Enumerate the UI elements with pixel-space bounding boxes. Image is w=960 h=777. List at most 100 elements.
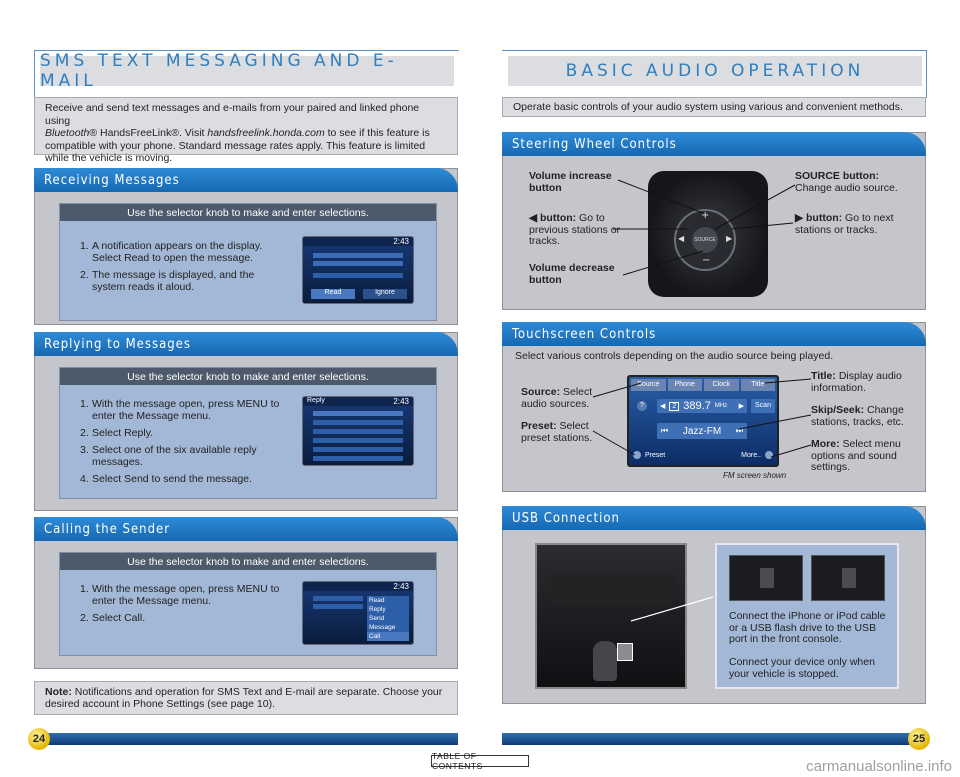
list-item: 2.The message is displayed, and the syst… <box>80 269 290 293</box>
screen-row <box>313 273 403 278</box>
source-bold: SOURCE button: <box>795 170 879 182</box>
seek-up-icon: ▶ <box>738 403 744 410</box>
receiving-steps: 1.A notification appears on the display.… <box>80 240 290 298</box>
title-label-bold: Title: <box>811 370 836 382</box>
callout-line <box>630 596 714 622</box>
prev-bold: ◀ button: <box>529 212 577 224</box>
left-intro: Receive and send text messages and e-mai… <box>34 97 458 164</box>
callout-line <box>770 444 812 458</box>
skip-label-bold: Skip/Seek: <box>811 404 865 416</box>
usb-callout-line <box>630 596 714 622</box>
next-button-label: ▶ button: Go to next stations or tracks. <box>795 212 915 236</box>
scan-button: Scan <box>751 399 775 413</box>
screen-row <box>313 420 403 425</box>
station-bar: ⏮ Jazz-FM ⏭ <box>657 423 747 439</box>
calling-tab: Calling the Sender <box>34 517 458 541</box>
calling-instruction: Use the selector knob to make and enter … <box>60 553 436 570</box>
step-text: Select Call. <box>92 612 146 624</box>
usb-warning: Connect your device only when your vehic… <box>729 656 875 680</box>
usb-panel: USB Connection Connect the iPhone or iPo… <box>502 506 926 704</box>
calling-screen-image: 2:43 Read Reply Send Message Call <box>302 581 414 645</box>
screen-tab-source: Source <box>631 379 666 391</box>
callout-line <box>738 414 812 430</box>
left-title-frame <box>34 50 459 98</box>
screen-status-bar <box>303 397 413 406</box>
replying-panel: Replying to Messages Use the selector kn… <box>34 332 458 511</box>
menu-item: Read <box>367 596 409 605</box>
menu-item: Send Message <box>367 614 409 632</box>
callout-line <box>617 179 704 214</box>
calling-inner: Use the selector knob to make and enter … <box>59 552 437 656</box>
handsfree-link[interactable]: handsfreelink.honda.com <box>207 127 325 139</box>
preset-label-text: Select preset stations. <box>521 420 593 444</box>
screen-read-button: Read <box>311 289 355 299</box>
bluetooth-text: Bluetooth <box>45 127 90 139</box>
screen-row <box>313 456 403 461</box>
replying-screen-image: Reply 2:43 <box>302 396 414 466</box>
plus-icon: + <box>701 210 710 221</box>
screen-status-bar <box>303 582 413 591</box>
table-of-contents-button[interactable]: TABLE OF CONTENTS <box>431 751 529 771</box>
step-number: 4. <box>80 473 89 485</box>
skip-back-icon: ⏮ <box>661 426 669 435</box>
step-number: 3. <box>80 444 89 456</box>
intro-line2-end: to see if this feature is <box>324 127 430 139</box>
volume-increase-label: Volume increase button <box>529 170 629 194</box>
touchscreen-intro: Select various controls depending on the… <box>515 350 834 362</box>
usb-port-icon <box>760 568 774 588</box>
more-label-callout: More: Select menu options and sound sett… <box>811 438 915 474</box>
screen-ignore-button: Ignore <box>363 289 407 299</box>
step-text: The message is displayed, and the system… <box>92 269 255 293</box>
usb-instructions: Connect the iPhone or iPod cable or a US… <box>729 610 886 645</box>
vol-up-text: Volume increase button <box>529 170 612 194</box>
screen-more-button: More.. <box>741 451 773 459</box>
usb-tab: USB Connection <box>502 506 926 530</box>
replying-tab: Replying to Messages <box>34 332 458 356</box>
screen-row <box>313 429 403 434</box>
replying-inner: Use the selector knob to make and enter … <box>59 367 437 499</box>
skip-label-text: Change stations, tracks, etc. <box>811 404 904 428</box>
intro-line2: Bluetooth® HandsFreeLink®. Visit handsfr… <box>45 127 447 140</box>
list-item: 1.With the message open, press MENU to e… <box>80 583 290 607</box>
step-text: With the message open, press MENU to ent… <box>92 398 280 422</box>
screen-row <box>313 596 363 601</box>
usb-port-photo-1 <box>729 555 803 601</box>
menu-item: Reply <box>367 605 409 614</box>
calling-panel: Calling the Sender Use the selector knob… <box>34 517 458 669</box>
step-number: 2. <box>80 427 89 439</box>
intro-line4: while the vehicle is moving. <box>45 152 173 164</box>
next-bold: ▶ button: <box>795 212 843 224</box>
source-label: Source: Select audio sources. <box>521 386 601 410</box>
source-button-image: SOURCE <box>692 227 718 253</box>
list-item: 1.A notification appears on the display.… <box>80 240 290 264</box>
screen-clock: 2:43 <box>393 582 409 591</box>
usb-port-icon <box>842 568 856 588</box>
screen-tab-clock: Clock <box>704 379 739 391</box>
receiving-screen-image: 2:43 Read Ignore <box>302 236 414 304</box>
callout-line <box>592 382 642 398</box>
calling-steps: 1.With the message open, press MENU to e… <box>80 583 290 629</box>
note-label: Note: <box>45 686 72 698</box>
seek-down-icon: ◀ <box>660 403 666 410</box>
preset-label-bold: Preset: <box>521 420 557 432</box>
touchscreen-tab: Touchscreen Controls <box>502 322 926 346</box>
screen-clock: 2:43 <box>393 397 409 406</box>
screen-row <box>313 261 403 266</box>
steering-callout-lines <box>613 179 796 276</box>
freq-bar: ◀ 2 389.7 MHz ▶ <box>657 399 747 413</box>
receiving-instruction: Use the selector knob to make and enter … <box>60 204 436 221</box>
source-text: Change audio source. <box>795 181 898 194</box>
list-item: 2.Select Reply. <box>80 427 290 439</box>
screen-info-icon: ? <box>637 401 647 411</box>
next-text: Go to next stations or tracks. <box>795 212 894 236</box>
steering-panel: Steering Wheel Controls SOURCE + − ◀ ▶ V… <box>502 132 926 310</box>
callout-line <box>730 222 794 230</box>
skip-forward-icon: ⏭ <box>735 426 743 435</box>
screen-row <box>313 604 363 609</box>
preset-label-callout: Preset: Select preset stations. <box>521 420 601 444</box>
shifter <box>593 641 617 681</box>
right-title-frame <box>502 50 927 98</box>
right-footer-bar <box>502 733 926 745</box>
screen-row <box>313 411 403 416</box>
intro-line1: Receive and send text messages and e-mai… <box>45 102 420 127</box>
